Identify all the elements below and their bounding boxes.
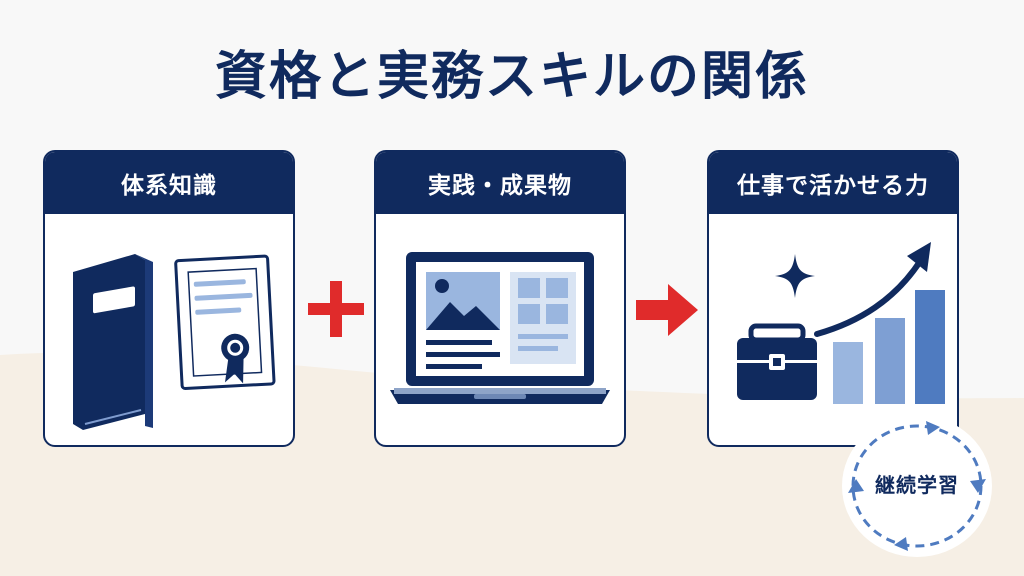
cycle-icon <box>842 415 992 557</box>
card-body-knowledge <box>45 214 293 445</box>
certificate-icon <box>174 254 276 390</box>
card-header-knowledge: 体系知識 <box>45 152 293 214</box>
card-header-practice: 実践・成果物 <box>376 152 624 214</box>
continuous-learning-badge: 継続学習 <box>840 413 994 559</box>
card-skills: 仕事で活かせる力 <box>707 150 959 447</box>
arrow-right-icon <box>636 284 698 336</box>
card-header-skills: 仕事で活かせる力 <box>709 152 957 214</box>
laptop-icon <box>390 252 610 404</box>
sparkle-icon <box>775 254 815 298</box>
page-title: 資格と実務スキルの関係 <box>214 47 809 107</box>
card-knowledge: 体系知識 <box>43 150 295 447</box>
card-body-practice <box>376 214 624 445</box>
growth-chart-icon <box>814 242 945 404</box>
card-practice: 実践・成果物 <box>374 150 626 447</box>
badge-label: 継続学習 <box>875 473 959 497</box>
plus-icon <box>308 281 364 337</box>
card-body-skills <box>709 214 957 445</box>
book-icon <box>73 254 153 433</box>
briefcase-icon <box>737 323 817 400</box>
